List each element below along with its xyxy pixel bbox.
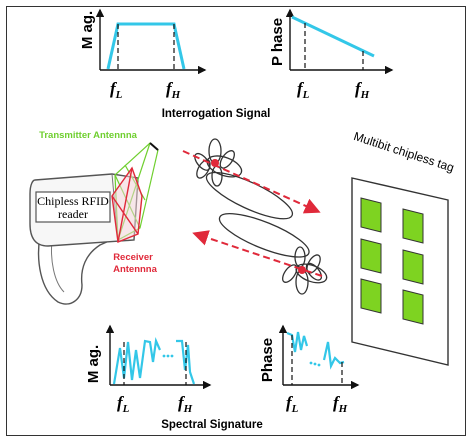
top-mag-fh: fH xyxy=(166,79,181,101)
top-phase-ylabel: P hase xyxy=(269,18,286,66)
tag-patch xyxy=(360,278,382,314)
spectral-caption: Spectral Signature xyxy=(161,419,263,431)
svg-text:fH: fH xyxy=(355,79,370,101)
tag-patch xyxy=(402,249,424,285)
bottom-mag-ylabel: M ag. xyxy=(85,345,102,383)
reader-label-1: Chipless RFID xyxy=(37,194,109,208)
top-mag-ylabel: M ag. xyxy=(79,11,96,49)
rx-antenna-label-1: Receiver xyxy=(113,252,153,263)
tx-antenna-label: Transmitter Antennna xyxy=(39,130,138,141)
bottom-mag-plot: M ag. fL fH xyxy=(85,324,212,415)
bottom-mag-signal xyxy=(112,337,162,385)
svg-text:fL: fL xyxy=(117,393,130,415)
rx-antenna-label-2: Antennna xyxy=(113,264,158,275)
bottom-phase-plot: Phase fL fH xyxy=(259,324,360,415)
tag-patch xyxy=(360,238,382,274)
svg-text:fH: fH xyxy=(333,393,348,415)
svg-text:fL: fL xyxy=(286,393,299,415)
figure-frame xyxy=(6,6,466,436)
tag-label: Multibit chipless tag xyxy=(352,129,456,175)
top-phase-plot: P hase fL fH xyxy=(269,8,394,101)
top-mag-plot: M ag. fL fH xyxy=(79,8,207,101)
interrogation-caption: Interrogation Signal xyxy=(162,108,271,120)
bottom-phase-ylabel: Phase xyxy=(259,338,276,382)
top-mag-signal xyxy=(106,22,186,70)
tx-wave-arrow xyxy=(182,150,321,214)
svg-text:fH: fH xyxy=(178,393,193,415)
tag-patches xyxy=(360,197,424,325)
rx-antenna xyxy=(111,166,143,243)
rx-wave-arrow xyxy=(192,230,323,277)
tx-radiation-pattern xyxy=(182,138,321,220)
tag-patch xyxy=(402,208,424,244)
bottom-phase-signal xyxy=(286,331,309,353)
tag-patch xyxy=(402,289,424,325)
rx-radiation-pattern xyxy=(192,213,328,295)
svg-text:fL: fL xyxy=(297,79,310,101)
top-mag-fl: fL xyxy=(110,79,123,101)
chipless-tag: Multibit chipless tag xyxy=(351,129,456,366)
rfid-reader: Transmitter Antennna Chipless RFID reade… xyxy=(29,130,159,305)
reader-label-2: reader xyxy=(58,207,88,221)
top-phase-signal xyxy=(291,15,375,58)
tag-patch xyxy=(360,197,382,233)
